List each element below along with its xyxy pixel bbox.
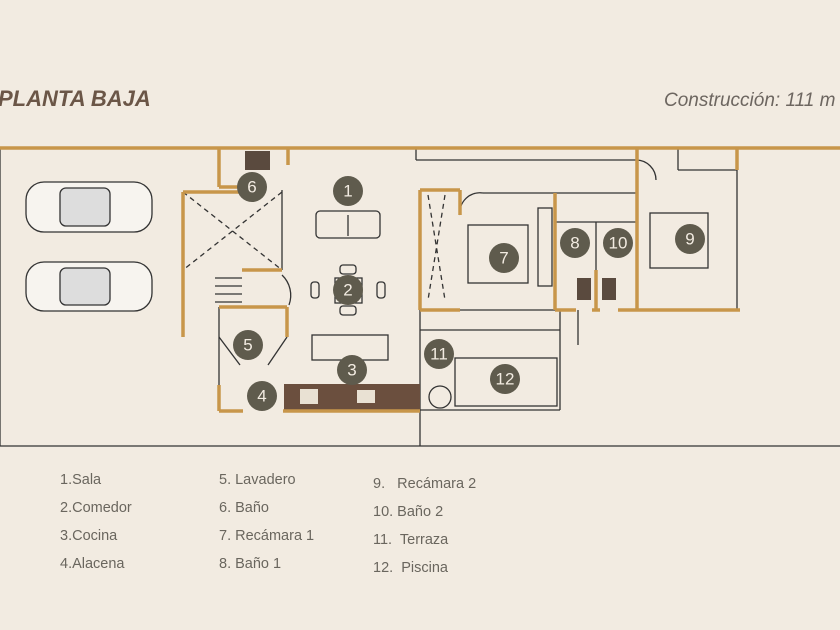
room-marker-10: 10 <box>603 228 633 258</box>
page-title: PLANTA BAJA <box>0 86 151 111</box>
svg-text:8: 8 <box>570 234 579 253</box>
room-marker-6: 6 <box>237 172 267 202</box>
svg-text:2: 2 <box>343 281 352 300</box>
room-marker-3: 3 <box>337 355 367 385</box>
legend-item: 12. Piscina <box>373 560 448 576</box>
legend-item: 7. Recámara 1 <box>219 528 315 544</box>
legend-item: 5. Lavadero <box>219 472 296 488</box>
room-marker-8: 8 <box>560 228 590 258</box>
stove-icon <box>300 389 318 404</box>
legend-item: 2.Comedor <box>60 500 132 516</box>
car-icon <box>25 261 153 312</box>
legend-item: 6. Baño <box>219 500 269 516</box>
room-marker-12: 12 <box>490 364 520 394</box>
sink-icon <box>357 390 375 403</box>
svg-text:10: 10 <box>609 234 628 253</box>
legend-item: 9. Recámara 2 <box>373 476 477 492</box>
legend-item: 4.Alacena <box>60 556 125 572</box>
legend-item: 11. Terraza <box>373 532 449 548</box>
svg-text:12: 12 <box>496 370 515 389</box>
washbasin-icon <box>602 278 616 300</box>
svg-text:4: 4 <box>257 387 266 406</box>
svg-text:1: 1 <box>343 182 352 201</box>
room-marker-1: 1 <box>333 176 363 206</box>
room-marker-9: 9 <box>675 224 705 254</box>
room-marker-7: 7 <box>489 243 519 273</box>
svg-text:11: 11 <box>430 345 448 364</box>
washbasin-icon <box>577 278 591 300</box>
legend-item: 3.Cocina <box>60 528 118 544</box>
legend-item: 8. Baño 1 <box>219 556 282 572</box>
washbasin-icon <box>245 151 270 170</box>
legend-item: 1.Sala <box>60 472 102 488</box>
car-icon <box>25 181 153 233</box>
room-marker-4: 4 <box>247 381 277 411</box>
construction-area: Construcción: 111 m <box>664 90 836 111</box>
room-marker-2: 2 <box>333 275 363 305</box>
svg-text:9: 9 <box>685 230 694 249</box>
room-marker-11: 11 <box>424 339 454 369</box>
legend-item: 10. Baño 2 <box>373 504 444 520</box>
svg-text:7: 7 <box>499 249 508 268</box>
svg-text:6: 6 <box>247 178 256 197</box>
room-marker-5: 5 <box>233 330 263 360</box>
svg-text:5: 5 <box>243 336 252 355</box>
svg-text:3: 3 <box>347 361 356 380</box>
accent-walls <box>0 146 840 413</box>
